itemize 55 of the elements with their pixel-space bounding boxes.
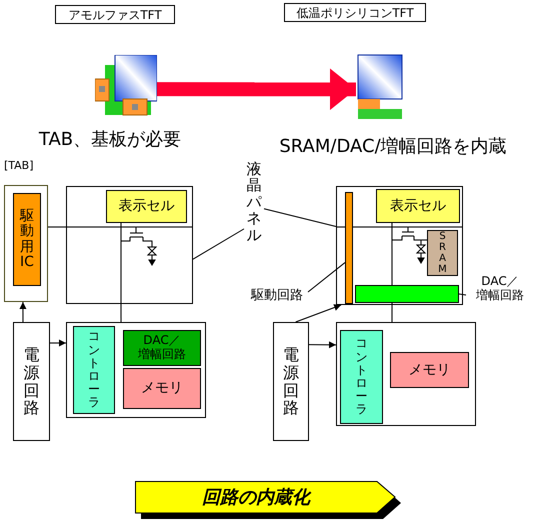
display-cell-box bbox=[106, 190, 187, 223]
controller-box bbox=[340, 330, 383, 424]
connector-line bbox=[391, 222, 393, 286]
box-label: アモルファスTFT bbox=[68, 6, 162, 24]
box-label: 表示セル bbox=[390, 196, 446, 216]
leader-line bbox=[458, 294, 466, 296]
box-label: 増幅回路 bbox=[138, 348, 186, 362]
leader-line bbox=[264, 208, 336, 227]
description-text: TAB、基板が必要 bbox=[38, 128, 182, 152]
vertical-label: SRAM bbox=[438, 231, 448, 275]
arrow bbox=[19, 302, 26, 322]
description-text: SRAM/DAC/増幅回路を内蔵 bbox=[278, 135, 508, 159]
connector-line bbox=[48, 226, 66, 228]
driver-ic-box bbox=[13, 193, 41, 286]
callout-label: DAC／ bbox=[481, 275, 519, 288]
arrow bbox=[50, 340, 66, 346]
memory-box bbox=[123, 368, 201, 409]
amplifier-bar bbox=[355, 285, 459, 303]
box-label: 低温ポリシリコンTFT bbox=[296, 4, 414, 22]
title-box bbox=[55, 5, 175, 24]
box-label: メモリ bbox=[141, 379, 183, 398]
box-label: メモリ bbox=[408, 360, 450, 380]
board-box bbox=[336, 322, 476, 426]
memory-box bbox=[390, 352, 469, 388]
display-cell-box bbox=[376, 189, 460, 223]
leader-line bbox=[308, 262, 346, 292]
connector-line bbox=[120, 222, 122, 322]
vertical-label: 電源回路 bbox=[283, 346, 299, 417]
callout-label: 増幅回路 bbox=[476, 289, 524, 303]
leader-line bbox=[192, 228, 244, 260]
controller-box bbox=[73, 326, 115, 414]
driver-circuit-bar bbox=[345, 192, 353, 304]
tab-box bbox=[4, 185, 48, 302]
power-circuit-box bbox=[13, 322, 50, 441]
connector-line bbox=[392, 302, 393, 322]
banner-arrow bbox=[135, 481, 401, 519]
power-circuit-box bbox=[273, 322, 309, 441]
vertical-label: 駆動用IC bbox=[20, 208, 34, 270]
box-label: DAC／ bbox=[143, 334, 181, 348]
sram-box bbox=[427, 230, 458, 276]
box-label: 表示セル bbox=[118, 197, 174, 216]
lcd-module-drawing bbox=[95, 55, 157, 117]
vertical-label: コントローラ bbox=[88, 330, 100, 410]
title-box bbox=[284, 3, 426, 22]
vertical-label: 電源回路 bbox=[24, 346, 40, 417]
banner-text: 回路の内蔵化 bbox=[202, 486, 310, 510]
panel-label: 液晶パネル bbox=[246, 160, 262, 244]
callout-label: 駆動回路 bbox=[251, 287, 303, 306]
vertical-label: コントローラ bbox=[356, 337, 368, 417]
board-box bbox=[66, 322, 206, 418]
arrow bbox=[295, 304, 342, 322]
text-label: [TAB] bbox=[4, 158, 34, 174]
arrow bbox=[308, 341, 336, 348]
dac-amplifier-box bbox=[123, 330, 201, 366]
arrow bbox=[157, 68, 356, 110]
